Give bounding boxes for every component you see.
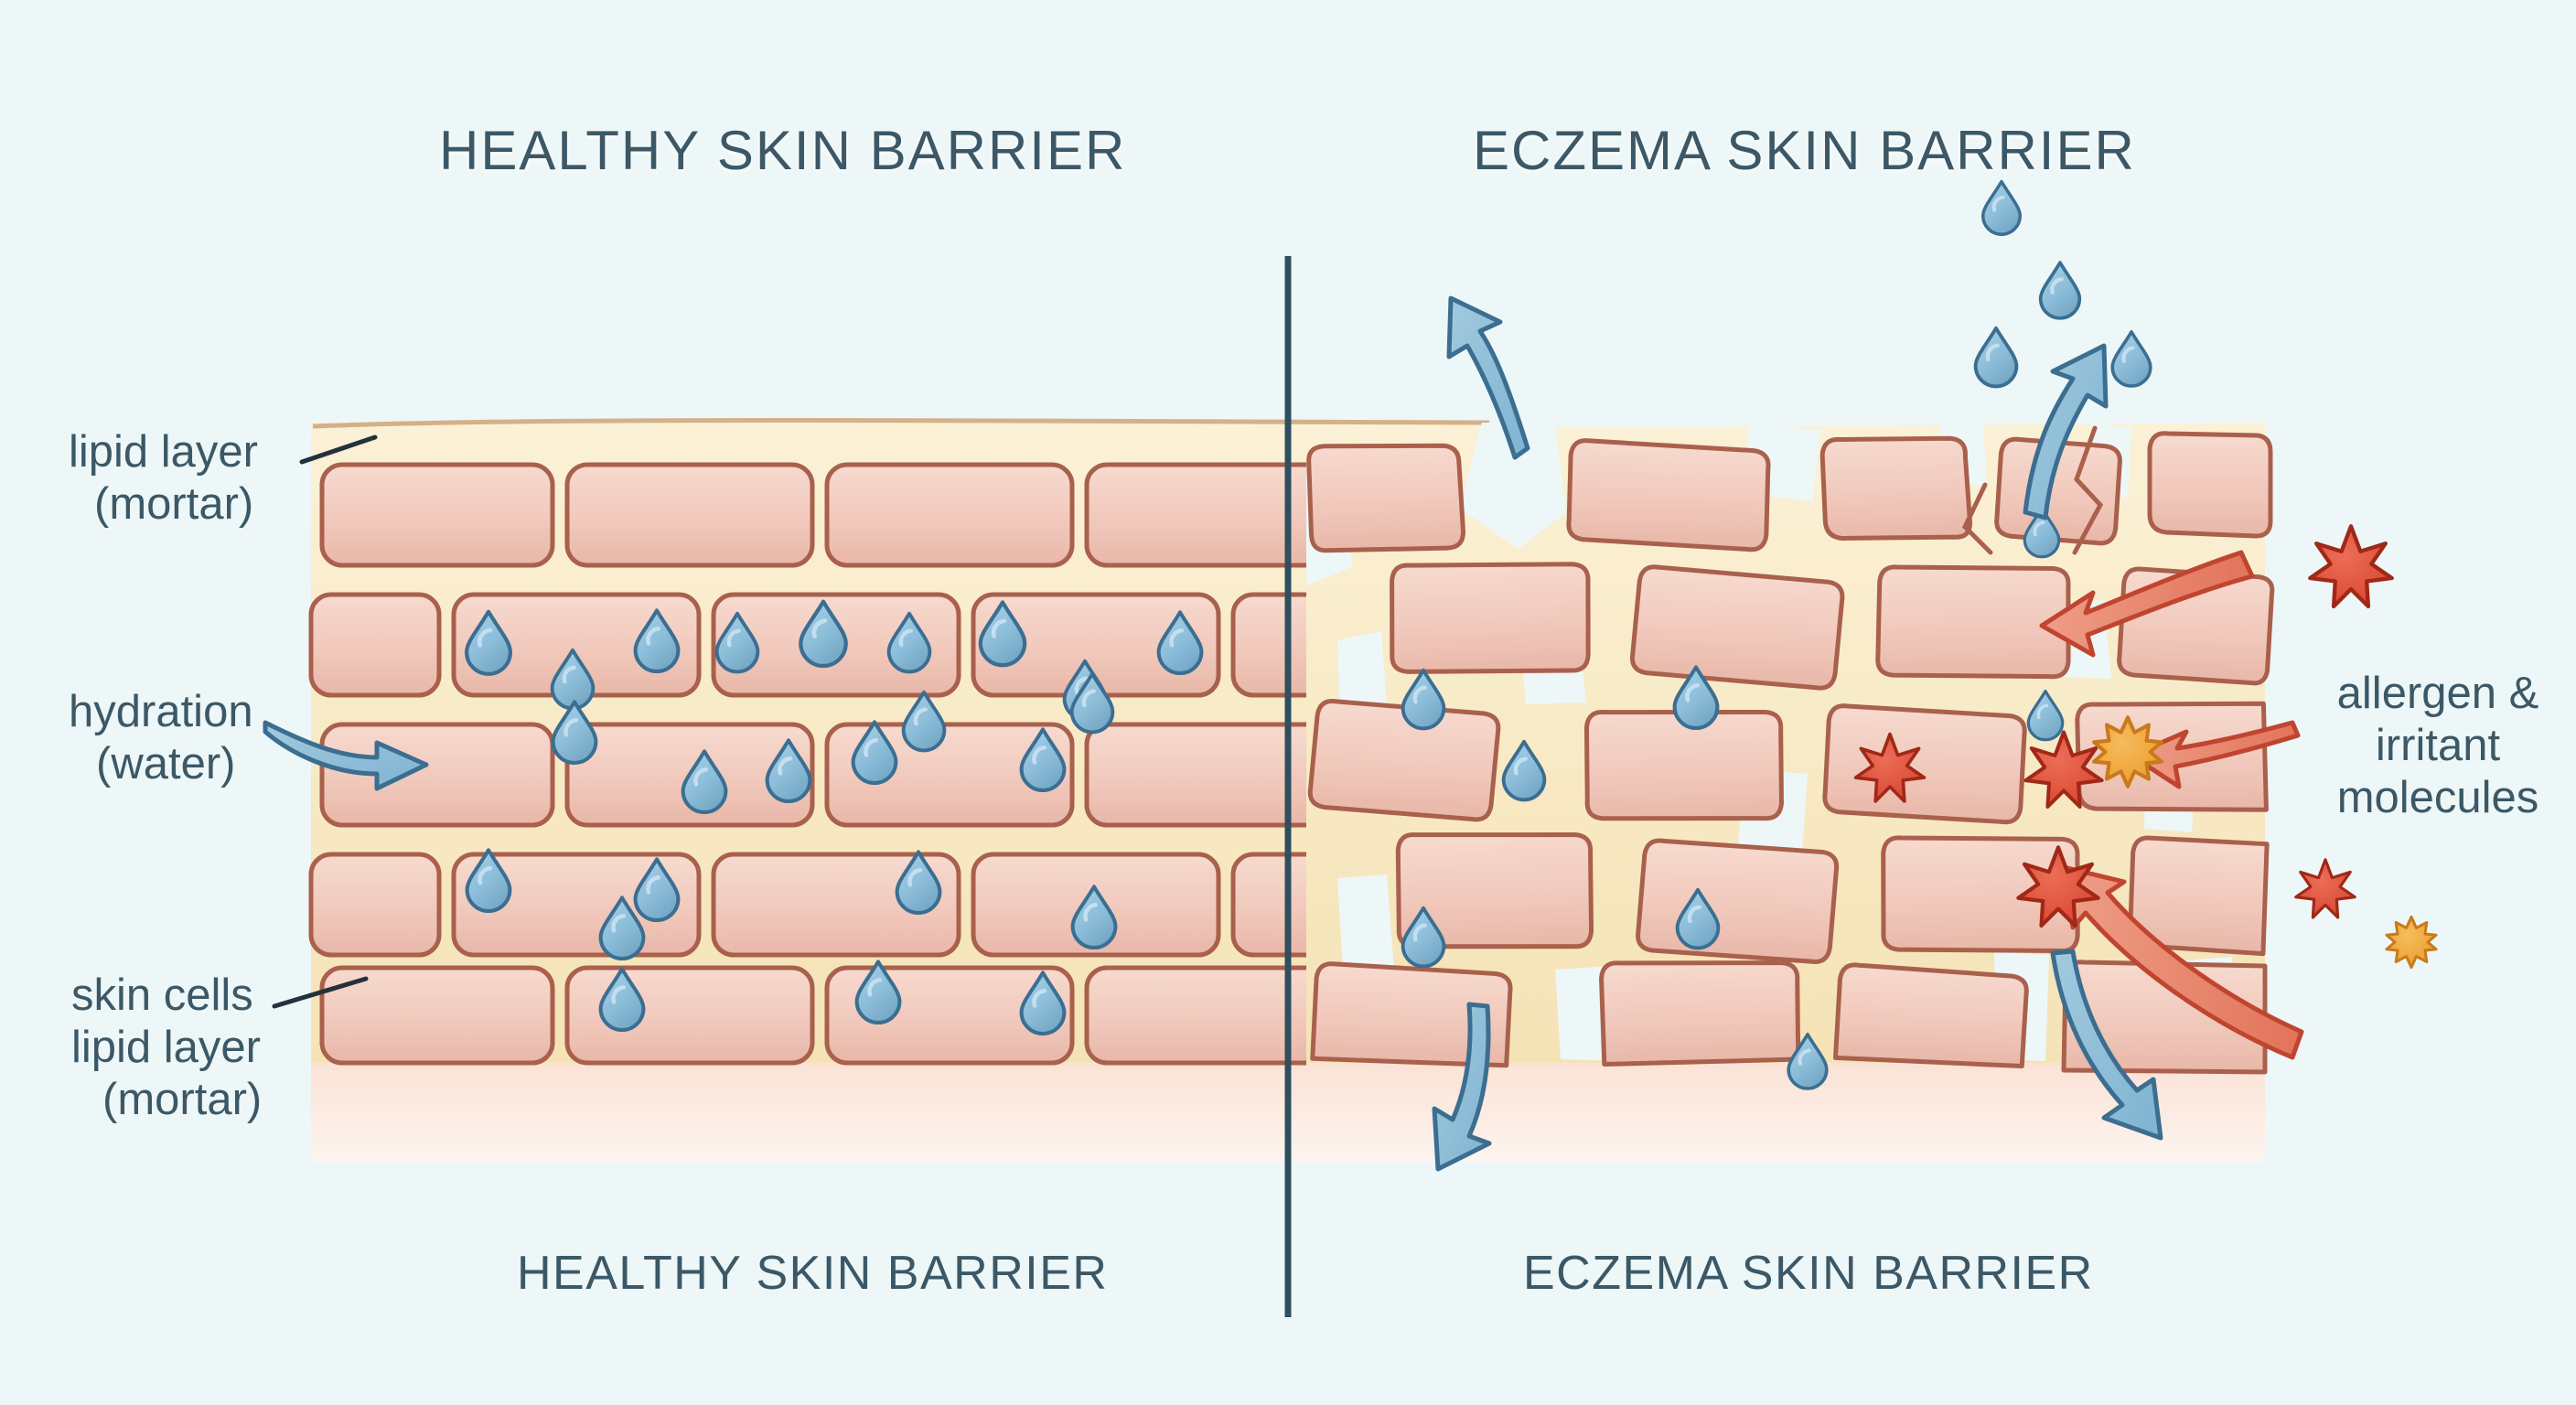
leader-line-skin-cells	[272, 976, 369, 1009]
caption-eczema: ECZEMA SKIN BARRIER	[1523, 1247, 2094, 1300]
label-skin-cells-line1: skin cells	[71, 971, 253, 1020]
water-loss-arrows	[1432, 295, 2163, 1172]
label-hydration: hydration (water)	[69, 686, 253, 790]
label-skin-cells-line2: lipid layer	[71, 1022, 261, 1072]
caption-healthy: HEALTHY SKIN BARRIER	[517, 1247, 1109, 1300]
label-hydration-line1: hydration	[69, 687, 253, 736]
label-skin-cells: skin cells lipid layer (mortar)	[71, 970, 262, 1125]
page-title-eczema: ECZEMA SKIN BARRIER	[1473, 120, 2136, 181]
page-title-healthy: HEALTHY SKIN BARRIER	[439, 120, 1127, 181]
water-loss-arrow-top-left	[1446, 295, 1530, 460]
label-lipid-layer: lipid layer (mortar)	[69, 426, 258, 531]
label-lipid-layer-line1: lipid layer	[69, 427, 258, 477]
allergen-arrow-middle	[2129, 720, 2301, 789]
label-skin-cells-line3: (mortar)	[102, 1074, 263, 1124]
water-loss-arrow-bottom-right	[2050, 949, 2163, 1141]
allergen-arrow-upper	[2039, 550, 2255, 658]
label-lipid-layer-line2: (mortar)	[94, 478, 254, 529]
label-allergen-line1: allergen &	[2336, 669, 2539, 718]
label-allergen-line3: molecules	[2336, 772, 2539, 822]
allergen-entry-arrows	[2039, 550, 2304, 1060]
label-allergen-line2: irritant	[2375, 720, 2501, 770]
water-loss-arrow-bottom-left	[1432, 1002, 1492, 1172]
label-allergen: allergen & irritant molecules	[2305, 668, 2571, 823]
water-loss-arrow-top-right	[2023, 343, 2109, 520]
hydration-in-arrow-icon	[263, 720, 429, 791]
label-hydration-line2: (water)	[96, 738, 236, 788]
leader-line-lipid-layer	[299, 434, 378, 465]
eczema-skin-wall	[1306, 423, 2275, 1162]
